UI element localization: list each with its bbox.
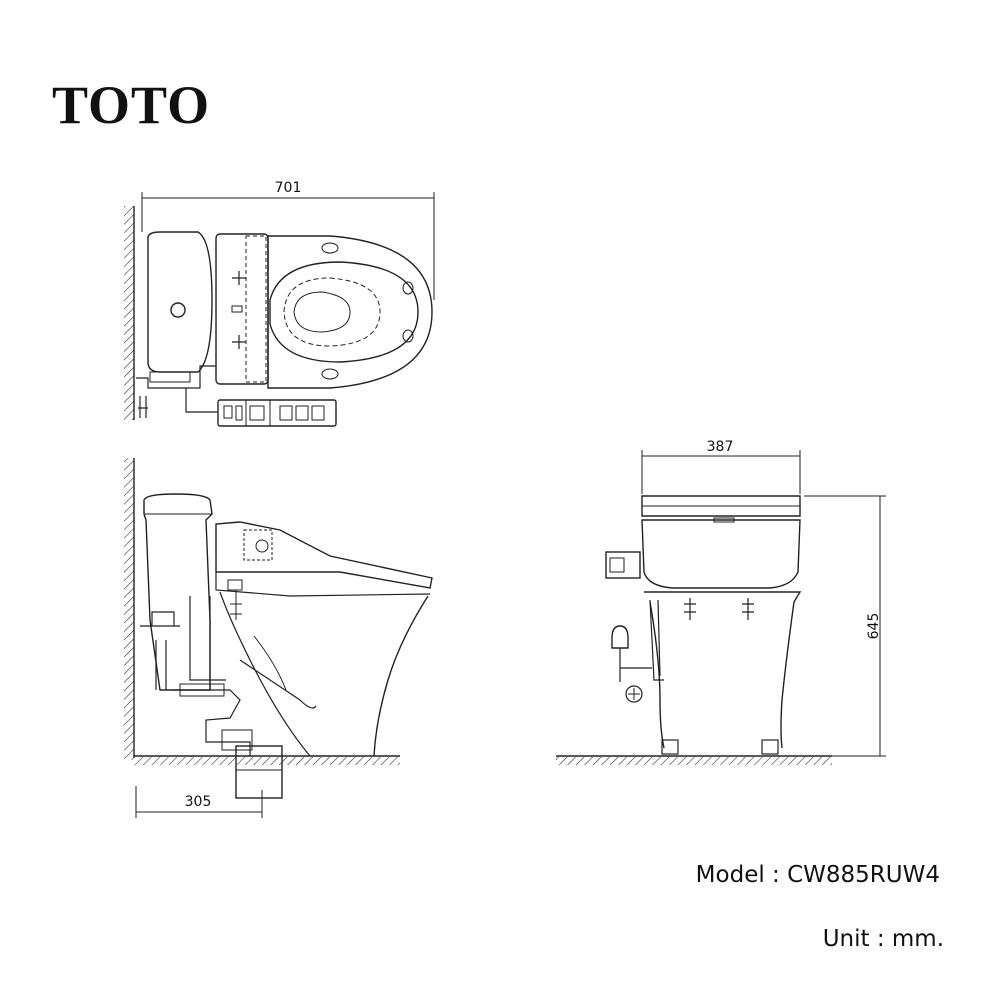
- bowl-right-front: [644, 591, 802, 749]
- unit-label: Unit : mm.: [822, 926, 944, 952]
- side-view: [124, 458, 433, 799]
- supply-valve: [611, 625, 629, 649]
- floor-flange-side: [235, 745, 283, 799]
- bowl-left-front: [649, 601, 665, 749]
- bowl-outline-top: [267, 235, 433, 389]
- bowl-front-side: [373, 595, 429, 757]
- seat-unit-front: [641, 495, 801, 517]
- toto-logo: TOTO: [52, 75, 211, 135]
- dim-label-387: 387: [707, 439, 734, 455]
- top-wall-hatch: [124, 206, 134, 420]
- dim-label-645: 645: [866, 613, 882, 640]
- remote-panel: [217, 399, 337, 427]
- seat-lid-side: [215, 521, 433, 589]
- side-wall-hatch: [124, 458, 134, 760]
- top-view: [124, 192, 435, 427]
- side-control-box: [605, 551, 641, 579]
- lid-front: [641, 519, 801, 589]
- tank-outline-side: [143, 493, 213, 691]
- dim-label-701: 701: [275, 180, 302, 196]
- tank-outline-top: [147, 231, 213, 373]
- dim-label-305: 305: [185, 794, 212, 810]
- flush-button-icon: [170, 302, 186, 318]
- model-label: Model : CW885RUW4: [695, 862, 940, 888]
- seat-ring-top: [269, 261, 419, 363]
- front-view: [556, 450, 832, 765]
